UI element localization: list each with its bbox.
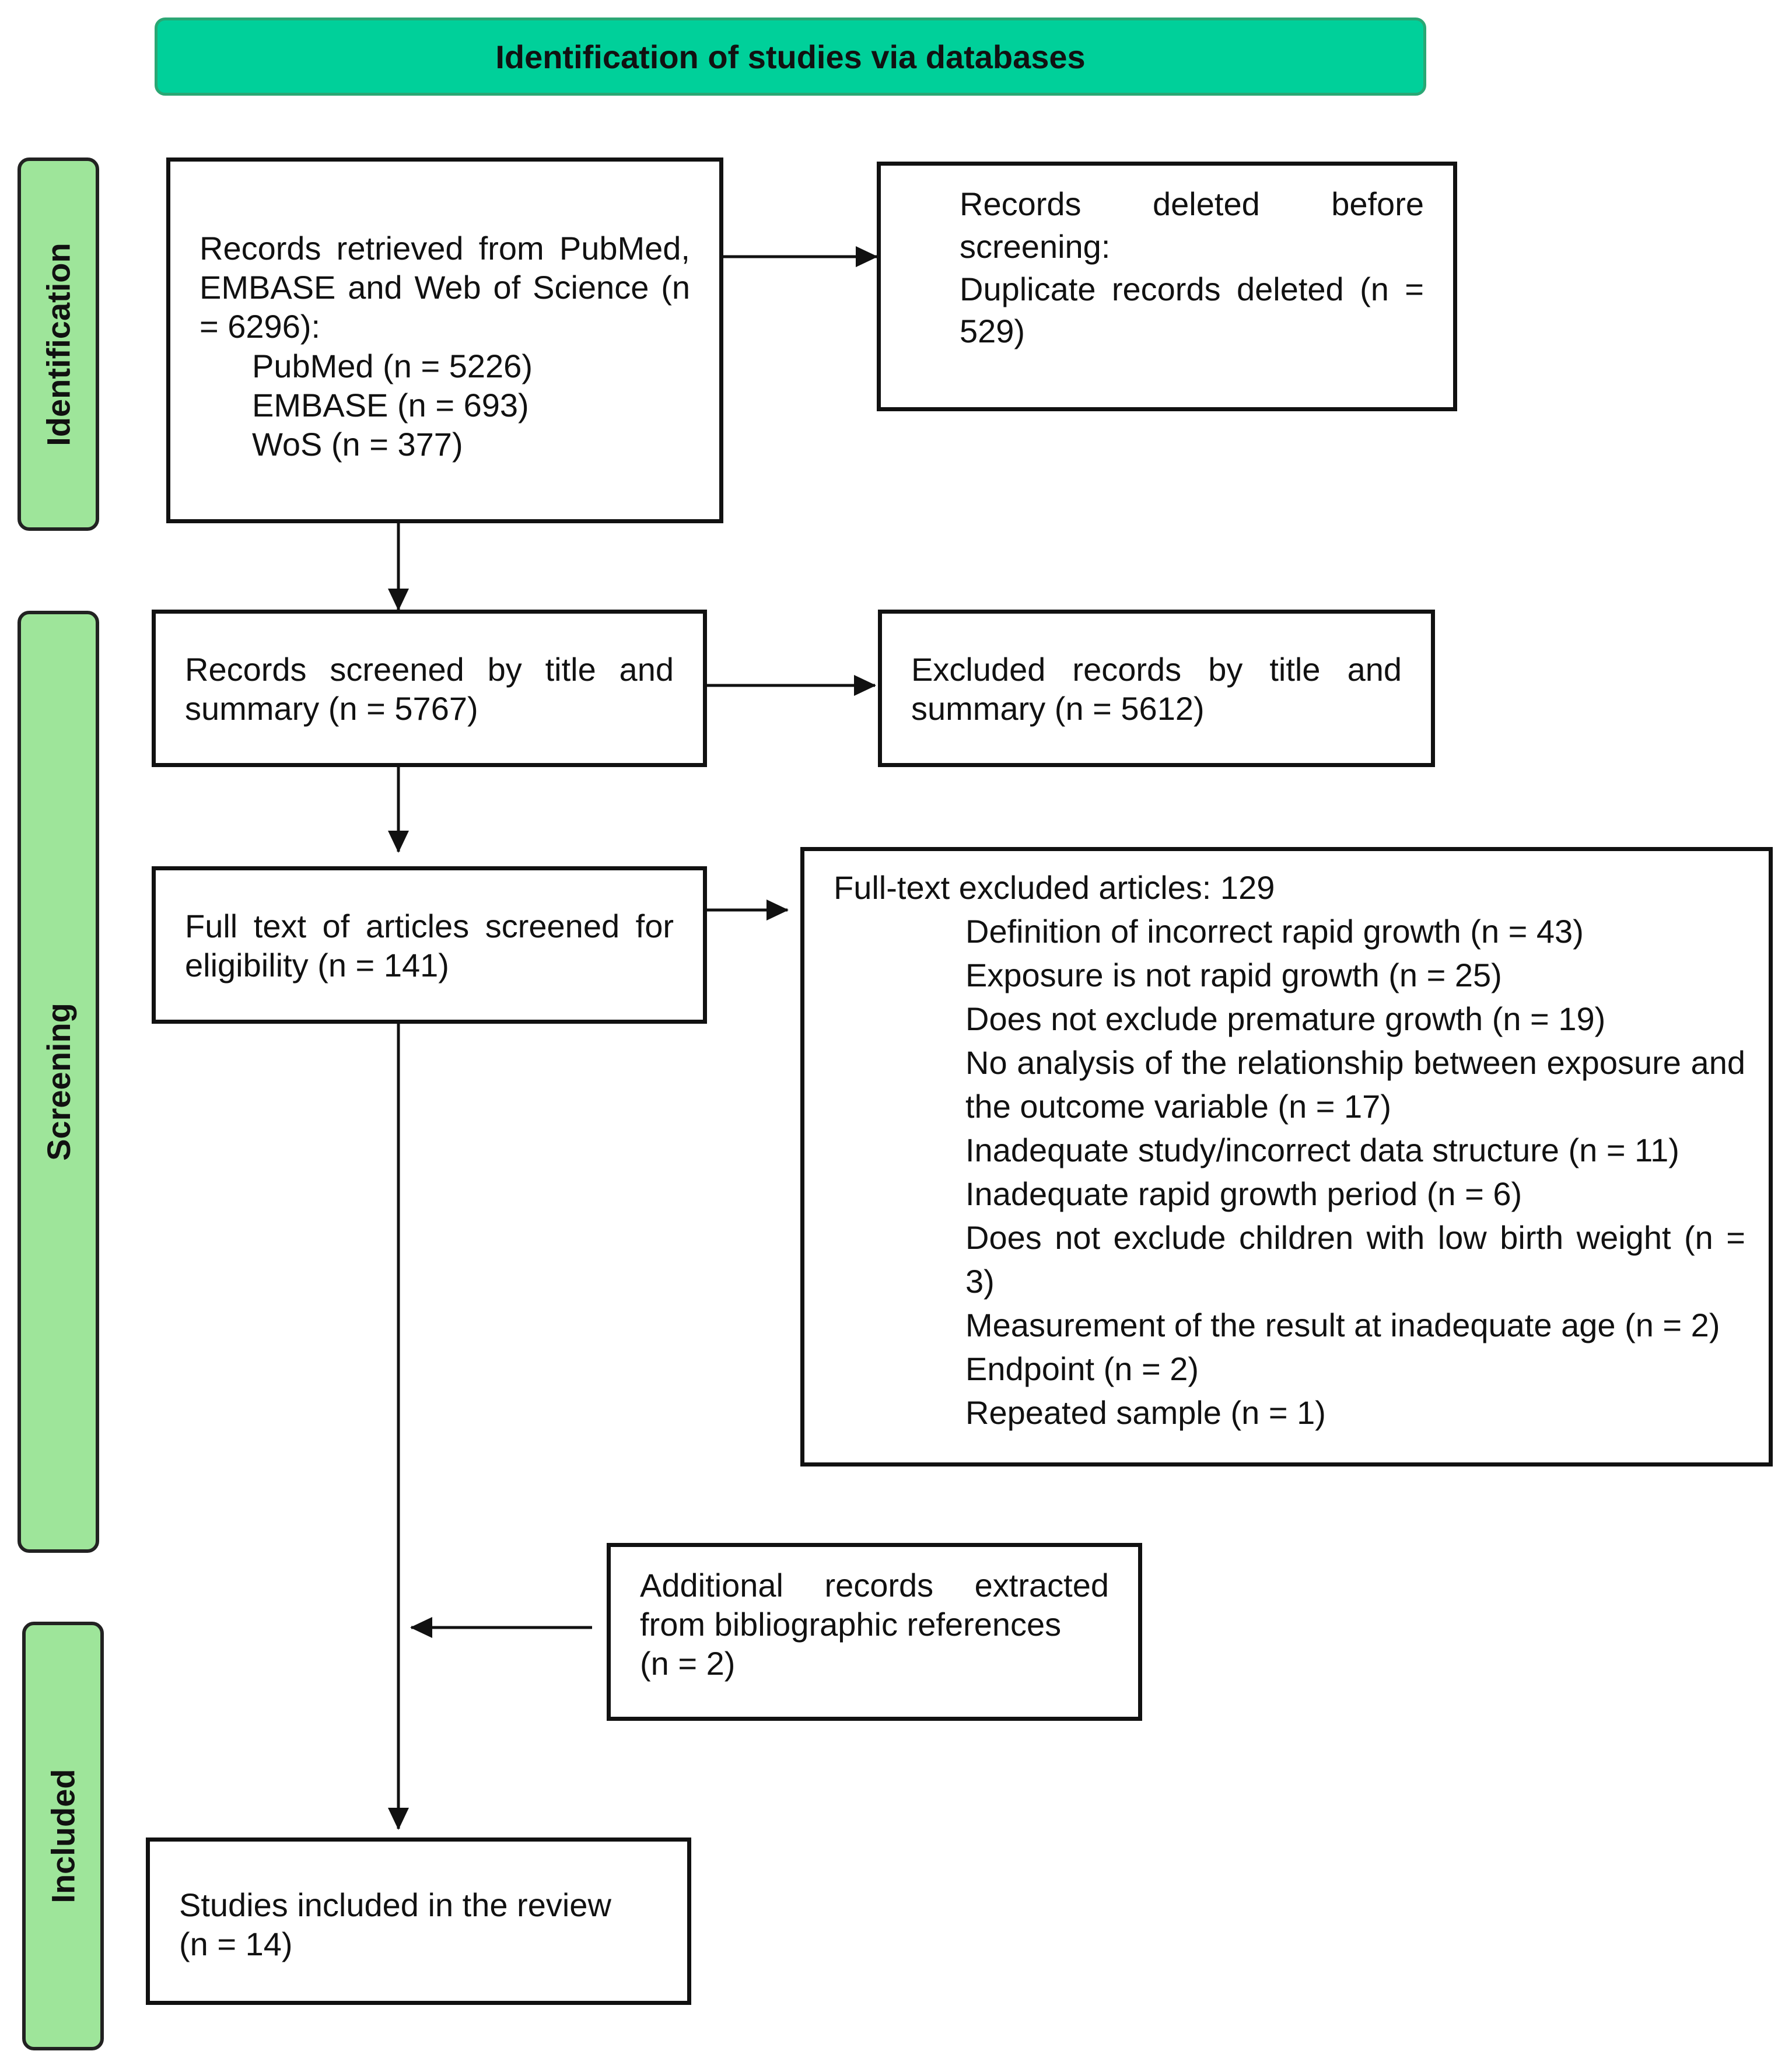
excluded-records-text: Excluded records by title and summary (n… [911, 651, 1402, 727]
records-retrieved-box: Records retrieved from PubMed, EMBASE an… [166, 158, 723, 523]
phase-identification: Identification [18, 158, 99, 531]
records-screened-text: Records screened by title and summary (n… [185, 651, 674, 727]
records-retrieved-item: EMBASE (n = 693) [252, 386, 529, 424]
full-text-excluded-box: Full-text excluded articles: 129 Definit… [800, 847, 1773, 1466]
exclusion-reason: Exposure is not rapid growth (n = 25) [965, 957, 1502, 994]
records-deleted-box: Records deleted before screening: Duplic… [877, 162, 1457, 411]
records-screened-box: Records screened by title and summary (n… [152, 610, 707, 767]
full-text-screened-box: Full text of articles screened for eligi… [152, 866, 707, 1024]
exclusion-reason: Repeated sample (n = 1) [965, 1394, 1326, 1432]
exclusion-reason: Measurement of the result at inadequate … [965, 1307, 1720, 1344]
records-deleted-detail: Duplicate records deleted (n = 529) [960, 270, 1424, 350]
phase-screening: Screening [18, 611, 99, 1553]
additional-records-count: (n = 2) [640, 1645, 736, 1682]
header-identification-of-studies: Identification of studies via databases [155, 18, 1426, 96]
records-deleted-text: Records deleted before screening: [960, 186, 1424, 265]
exclusion-reason: No analysis of the relationship between … [965, 1044, 1745, 1125]
exclusion-reason: Inadequate study/incorrect data structur… [965, 1132, 1679, 1169]
exclusion-reason: Inadequate rapid growth period (n = 6) [965, 1175, 1522, 1213]
additional-records-text: Additional records extracted from biblio… [640, 1567, 1109, 1643]
records-retrieved-item: PubMed (n = 5226) [252, 347, 533, 384]
full-text-excluded-title: Full-text excluded articles: 129 [834, 869, 1275, 906]
header-title: Identification of studies via databases [495, 38, 1086, 75]
studies-included-box: Studies included in the review (n = 14) [146, 1838, 691, 2005]
additional-records-box: Additional records extracted from biblio… [607, 1543, 1142, 1721]
exclusion-reason: Does not exclude premature growth (n = 1… [965, 1000, 1606, 1038]
exclusion-reason: Definition of incorrect rapid growth (n … [965, 913, 1584, 950]
studies-included-count: (n = 14) [179, 1926, 293, 1963]
excluded-records-box: Excluded records by title and summary (n… [878, 610, 1435, 767]
exclusion-reason: Does not exclude children with low birth… [965, 1219, 1745, 1300]
phase-included: Included [22, 1622, 104, 2050]
exclusion-reason: Endpoint (n = 2) [965, 1350, 1199, 1388]
studies-included-text: Studies included in the review [179, 1887, 611, 1923]
full-text-screened-text: Full text of articles screened for eligi… [185, 908, 674, 984]
records-retrieved-text: Records retrieved from PubMed, EMBASE an… [200, 230, 690, 345]
records-retrieved-item: WoS (n = 377) [252, 425, 463, 463]
